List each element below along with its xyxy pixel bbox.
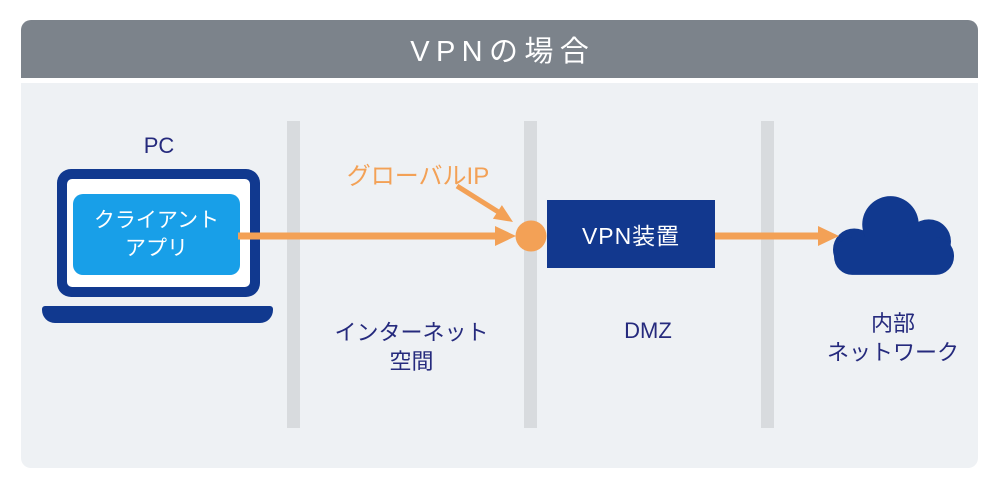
zone-divider-dmz: [524, 121, 537, 428]
pc-label: PC: [143, 133, 175, 158]
client-app-label-line2: アプリ: [125, 236, 188, 260]
zone-label-internal: 内部 ネットワーク: [773, 309, 1000, 368]
zone-label-dmz: DMZ: [624, 318, 672, 343]
zone-divider-internet: [287, 121, 300, 428]
client-app-box: クライアント アプリ: [73, 194, 240, 275]
vpn-device-box: VPN装置: [547, 200, 715, 268]
vpn-device-label: VPN装置: [582, 223, 680, 249]
laptop-icon: クライアント アプリ: [57, 169, 260, 297]
zone-label-internal-line2: ネットワーク: [826, 340, 959, 366]
diagram-title: VPNの場合: [410, 36, 596, 68]
zone-label-internet-line1: インターネット: [334, 320, 489, 345]
diagram-title-bar: VPNの場合: [21, 20, 978, 78]
cloud-icon: [833, 196, 955, 275]
zone-label-internet-line2: 空間: [389, 349, 434, 375]
zone-divider-internal: [761, 121, 774, 428]
global-ip-label: グローバルIP: [346, 163, 490, 190]
laptop-base: [42, 306, 273, 323]
zone-label-internal-line1: 内部: [870, 311, 915, 336]
zone-label-internet: インターネット 空間: [291, 318, 532, 377]
client-app-label-line1: クライアント: [93, 208, 220, 232]
